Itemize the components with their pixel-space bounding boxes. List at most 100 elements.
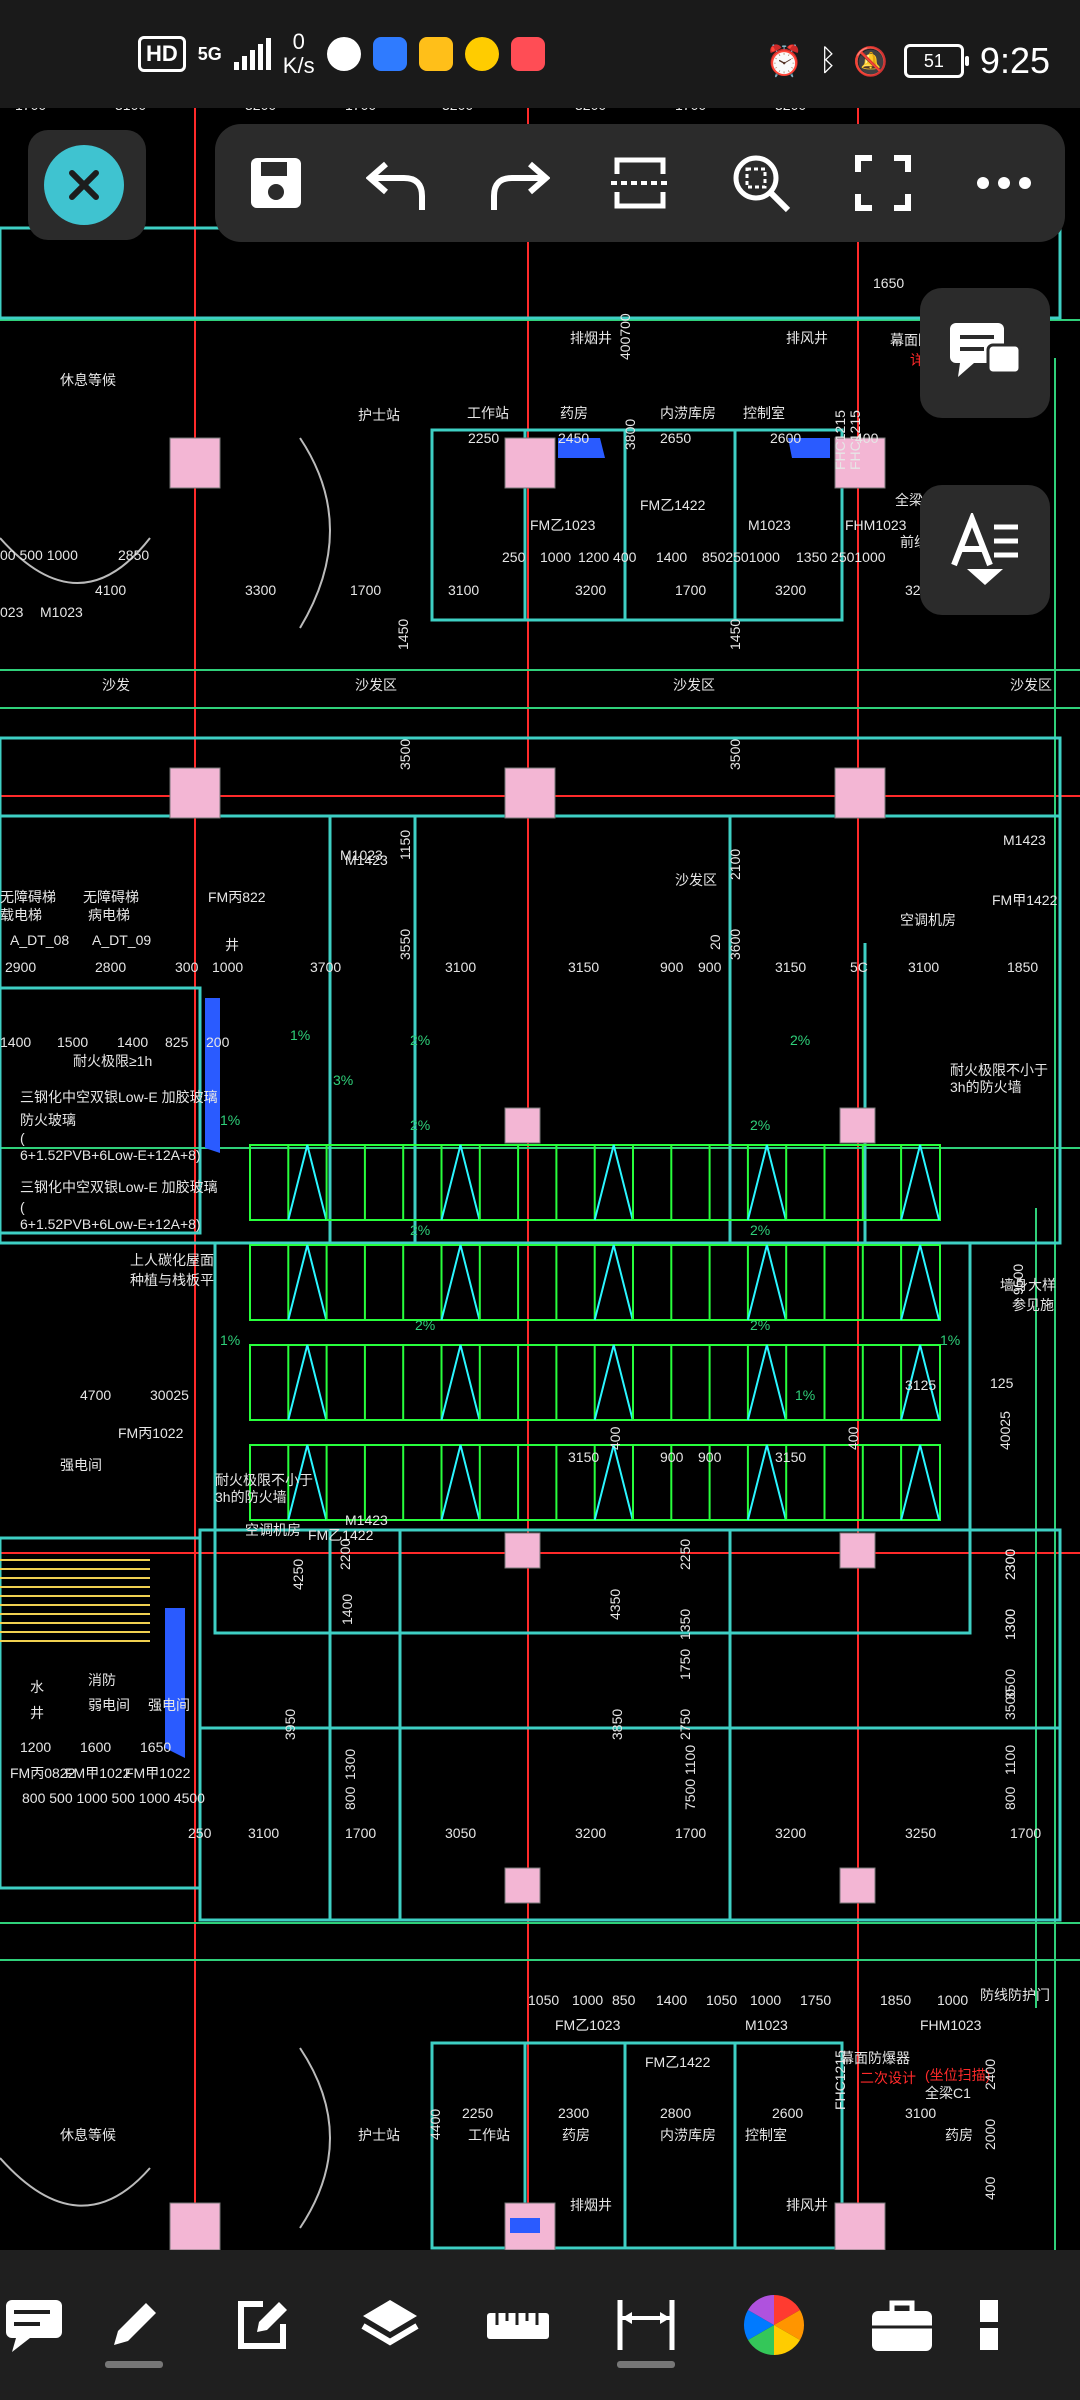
text-style-button[interactable] [920,485,1050,615]
drawing-label: A_DT_09 [92,932,151,948]
drawing-label: 800 [1002,1786,1018,1810]
drawing-label: 3200 [775,1825,806,1841]
drawing-label: 3200 [775,108,806,113]
drawing-label: 3800 [622,419,638,450]
fullscreen-button[interactable] [843,143,923,223]
more-button[interactable] [964,143,1044,223]
drawing-label: 3200 [775,582,806,598]
drawing-label: 1350 [677,1609,693,1640]
drawing-label: FHC1215 [832,2050,848,2110]
comments-button[interactable] [920,288,1050,418]
drawing-label: 4700 [80,1387,111,1403]
drawing-label: 3500 [397,739,413,770]
glass-vent-mark [900,1144,941,1221]
drawing-label: 2% [750,1317,770,1333]
drawing-label: FHM1023 [920,2017,982,2033]
drawing-label: 4100 [95,582,126,598]
drawing-labels: 沙发区沙发区沙发区沙发区1700310032001700320032001700… [0,108,1058,2213]
drawing-label: 空调机房 [900,912,956,928]
drawing-label: 2% [410,1222,430,1238]
drawing-label: 沙发区 [673,677,715,693]
drawing-label: 1000 [540,549,571,565]
ruler-tool[interactable] [454,2270,582,2380]
close-panel [28,130,146,240]
drawing-label: 6+1.52PVB+6Low-E+12A+8) [20,1216,201,1232]
glass-vent-mark [900,1444,941,1521]
drawing-label: 3500 [727,739,743,770]
drawing-label: 3300 [245,582,276,598]
drawing-label: 护士站 [358,2127,400,2143]
dimension-tool[interactable] [582,2270,710,2380]
fullscreen-icon [854,155,911,211]
drawing-label: 1400 [656,1992,687,2008]
close-button[interactable] [44,145,124,225]
comment-tool[interactable] [0,2270,70,2380]
drawing-label: 1400 [0,1034,31,1050]
drawing-label: 023 [0,604,24,620]
drawing-label: 2600 [770,430,801,446]
layers-tool[interactable] [326,2270,454,2380]
drawing-label: 休息等候 [60,2127,116,2143]
drawing-label: FM乙1023 [530,517,596,533]
drawing-label: 400 [845,1426,861,1450]
comment-icon [950,323,1022,377]
drawing-label: 800 500 1000 500 1000 4500 [22,1790,205,1806]
drawing-label: 二次设计 [860,2070,916,2086]
drawing-label: 125 [990,1375,1014,1391]
crop-view-button[interactable] [600,143,680,223]
undo-button[interactable] [357,143,437,223]
drawing-label: 1700 [345,1825,376,1841]
drawing-label: FM乙1422 [645,2054,711,2070]
drawing-label: 排风井 [786,330,828,346]
drawing-label: 防火玻璃 [20,1112,76,1128]
drawing-label: 2650 [660,430,691,446]
drawing-label: 1300 [1002,1609,1018,1640]
color-tool[interactable] [710,2270,838,2380]
save-button[interactable] [236,143,316,223]
drawing-label: FM甲1022 [65,1765,131,1781]
hd-badge: HD [138,36,186,72]
glass-vent-mark [440,1444,481,1521]
drawing-label: 3550 [397,929,413,960]
drawing-label: 2850 [118,547,149,563]
drawing-label: 3700 [310,959,341,975]
drawing-label: FM甲1422 [992,892,1058,908]
glass-vent-mark [746,1144,787,1221]
drawing-label: 1% [220,1112,240,1128]
drawing-label: 工作站 [468,2127,510,2143]
drawing-label: 控制室 [745,2127,787,2143]
drawing-label: 800 [342,1786,358,1810]
drawing-label: 300 [175,959,199,975]
drawing-label: 2400 [982,2059,998,2090]
color-wheel-icon [743,2295,805,2355]
drawing-label: 1650 [140,1739,171,1755]
drawing-label: ( [20,1199,25,1215]
drawing-label: 3h的防火墙 [215,1489,287,1505]
drawing-label: FM丙0822 [10,1765,76,1781]
structural-columns [169,437,886,2250]
redo-button[interactable] [479,143,559,223]
pencil-tool[interactable] [70,2270,198,2380]
drawing-label: 2250 [462,2105,493,2121]
drawing-label: 3100 [115,108,146,113]
floor-plan-drawing[interactable]: 沙发区沙发区沙发区沙发区1700310032001700320032001700… [0,108,1080,2250]
toolbox-tool[interactable] [838,2270,966,2380]
drawing-label: A_DT_08 [10,932,69,948]
drawing-label: 沙发区 [1010,677,1052,693]
drawing-label: 3150 [775,1449,806,1465]
toolbox-icon [872,2300,932,2351]
drawing-label: 2900 [5,959,36,975]
drawing-label: 1850 [1007,959,1038,975]
drawing-label: 控制室 [743,405,785,421]
drawing-label: 3500 [1002,1669,1018,1700]
drawing-label: 1500 [57,1034,88,1050]
more-tool[interactable] [966,2270,1006,2380]
zoom-search-button[interactable] [721,143,801,223]
edit-tool[interactable] [198,2270,326,2380]
book-icon [510,37,545,71]
drawing-label: FM乙1023 [555,2017,621,2033]
cad-drawing-canvas[interactable]: 沙发区沙发区沙发区沙发区1700310032001700320032001700… [0,108,1080,2250]
glass-vent-mark [593,1444,634,1521]
drawing-label: 消防 [88,1672,116,1688]
drawing-label: M1023 [745,2017,788,2033]
